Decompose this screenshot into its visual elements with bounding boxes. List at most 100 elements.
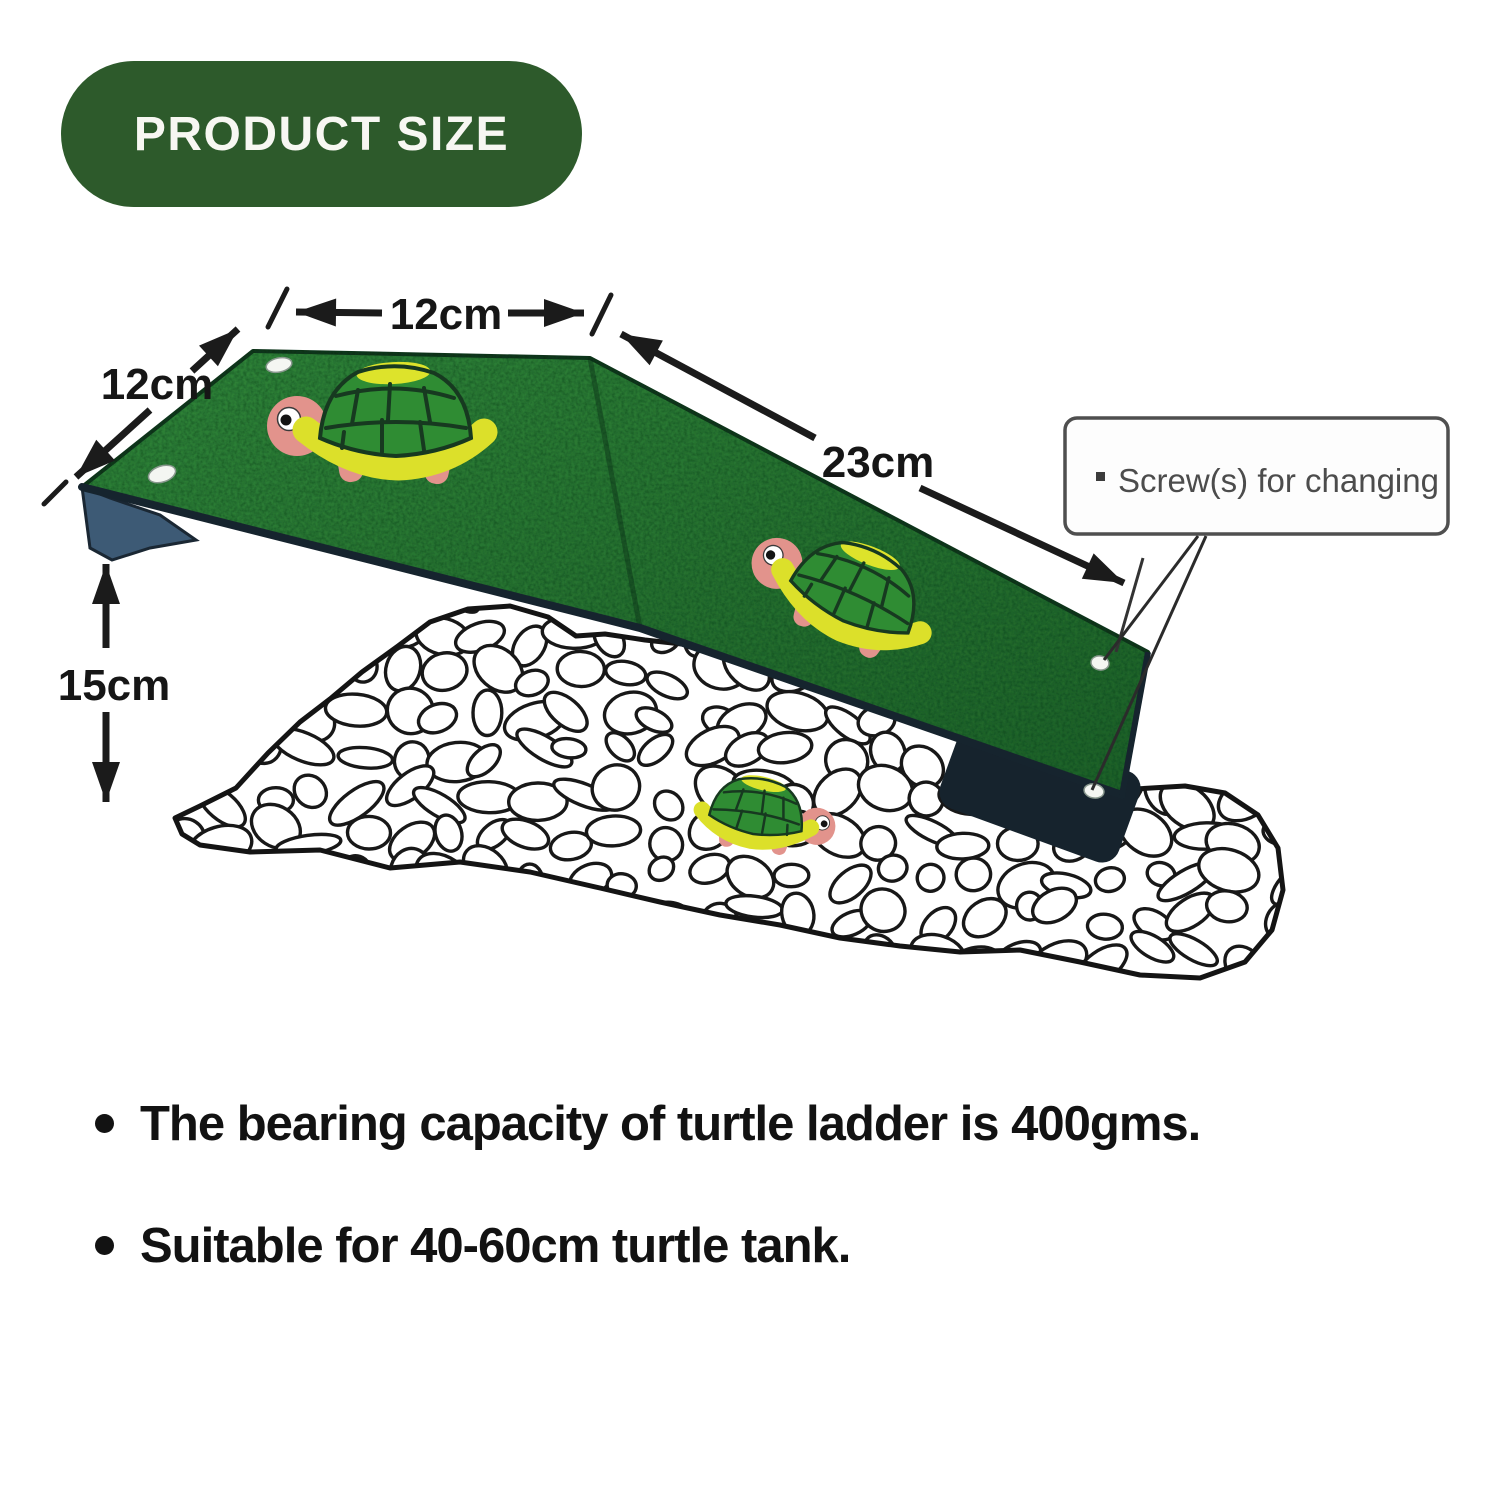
dimension-height: 15cm — [58, 564, 171, 802]
bullet-dot — [95, 1114, 114, 1133]
pebble — [416, 701, 459, 735]
pebble — [420, 651, 469, 693]
pebble — [961, 896, 1008, 939]
pebble — [207, 901, 246, 940]
pebble — [559, 938, 589, 965]
product-size-badge: PRODUCT SIZE — [61, 61, 582, 207]
pebble — [645, 670, 690, 701]
pebble — [278, 934, 333, 966]
pebble — [471, 688, 504, 738]
pebble — [1259, 786, 1283, 828]
pebble — [327, 779, 386, 827]
pebble — [411, 785, 467, 825]
pebble — [1129, 929, 1176, 964]
pebble — [308, 900, 345, 932]
dim-depth-label: 12cm — [101, 360, 214, 409]
pebble — [1206, 738, 1249, 780]
pebble — [859, 887, 907, 934]
pebble — [1214, 685, 1265, 735]
pebble — [584, 814, 643, 848]
screw-callout: Screw(s) for changing — [1063, 416, 1450, 791]
screw-hole — [147, 464, 177, 484]
pebble — [515, 727, 574, 769]
pebble — [296, 673, 330, 696]
pebble — [336, 745, 395, 770]
pebble — [242, 866, 288, 903]
pebble — [202, 606, 233, 613]
callout-box — [1063, 416, 1450, 536]
pebble — [756, 730, 814, 765]
pebble — [175, 844, 208, 894]
product-dimension-diagram: 12cm 12cm 23cm 15cm Screw(s) — [41, 286, 1450, 981]
dim-height-label: 15cm — [58, 661, 171, 710]
pebble — [1162, 653, 1219, 680]
pebble — [562, 888, 600, 926]
pebble — [1207, 574, 1245, 609]
bullet-text: The bearing capacity of turtle ladder is… — [140, 1097, 1201, 1151]
pebble — [772, 862, 811, 889]
pebble — [401, 932, 465, 978]
pebble — [604, 730, 637, 763]
pebble — [296, 618, 340, 657]
pebble — [175, 615, 189, 648]
screw-hole — [265, 356, 293, 374]
dimension-depth: 12cm — [41, 326, 241, 507]
pebble — [591, 931, 634, 963]
pebble — [201, 608, 267, 657]
pebble — [1172, 608, 1231, 658]
pebble — [1254, 628, 1283, 659]
pebble — [725, 854, 776, 900]
pebble — [500, 817, 551, 851]
pebble — [915, 862, 946, 893]
pebble — [1179, 745, 1225, 785]
dim-slope-length-label: 23cm — [822, 438, 935, 487]
badge-label: PRODUCT SIZE — [133, 107, 510, 161]
ramp-front-edge — [78, 483, 1126, 799]
pebble — [876, 853, 909, 883]
pebble — [381, 898, 440, 952]
pebble — [242, 654, 306, 686]
dimension-top-width: 12cm — [265, 286, 614, 339]
pebble — [1030, 886, 1079, 925]
pebble — [209, 696, 248, 729]
pebble — [1085, 912, 1125, 941]
pebble — [245, 929, 283, 968]
ramp-left-underside — [80, 484, 200, 562]
pebble — [636, 732, 675, 768]
pebble — [935, 831, 991, 861]
pebble — [203, 736, 262, 769]
pebble — [223, 924, 255, 969]
pebble — [255, 689, 287, 724]
pebble — [828, 863, 873, 905]
pebble — [469, 896, 509, 941]
pebble — [292, 773, 329, 810]
pebble — [648, 825, 685, 863]
pebble — [550, 736, 588, 760]
callout-bullet-icon — [1096, 472, 1105, 481]
pebble — [235, 628, 301, 666]
pebble — [647, 855, 676, 883]
bullet-dot — [95, 1236, 114, 1255]
pebble — [634, 706, 674, 735]
ramp-fold-line — [587, 357, 643, 629]
pebble — [175, 930, 200, 962]
pebble — [507, 781, 569, 823]
pebble — [210, 861, 267, 907]
pebble — [1277, 729, 1283, 762]
pebble — [402, 892, 470, 929]
pebble — [287, 606, 337, 628]
pebble — [604, 659, 648, 687]
pebble — [336, 907, 374, 939]
pebble — [462, 935, 498, 968]
pebble — [1168, 932, 1219, 968]
pebble — [465, 743, 502, 779]
pebble — [590, 763, 642, 812]
pebble — [1221, 666, 1257, 702]
pebble — [337, 575, 370, 606]
pebble — [255, 606, 287, 614]
pebble — [345, 814, 393, 851]
pebble — [349, 944, 387, 978]
pebble — [651, 937, 682, 978]
pebble — [513, 668, 550, 698]
pebble — [367, 606, 428, 616]
